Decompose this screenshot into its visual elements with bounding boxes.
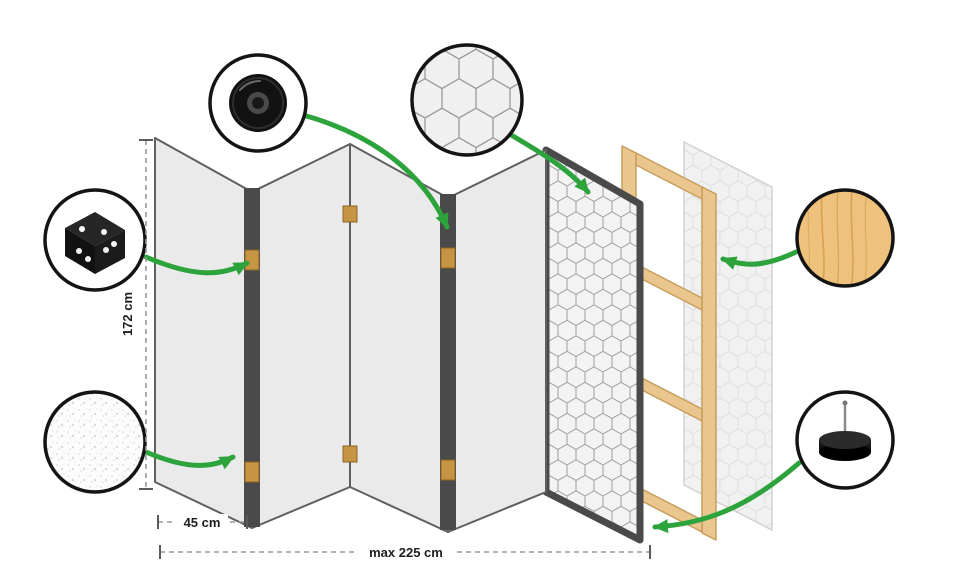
folding-panel-2 xyxy=(251,143,351,529)
hinge xyxy=(342,445,358,463)
fleece-texture-icon xyxy=(43,390,147,494)
panel-width-dimension-label: 45 cm xyxy=(184,515,221,530)
hinge xyxy=(244,249,260,271)
callout-tape xyxy=(208,53,308,153)
arrow-tape xyxy=(300,112,450,230)
arrow-foot xyxy=(652,460,802,534)
felt-foot-icon xyxy=(819,400,871,461)
hinge xyxy=(440,247,456,269)
arrow-hinge xyxy=(143,254,250,276)
hinge-bracket-icon xyxy=(65,212,125,274)
hinge xyxy=(244,461,260,483)
patterned-panel xyxy=(542,146,644,544)
dimension-panel-width: 45 cm xyxy=(157,514,248,530)
callout-fleece xyxy=(43,390,147,494)
hinge xyxy=(440,459,456,481)
callout-pattern xyxy=(410,43,524,157)
tape-roll-icon xyxy=(229,74,287,132)
hinge xyxy=(342,205,358,223)
backing-sheet xyxy=(683,140,773,532)
max-width-dimension-label: max 225 cm xyxy=(369,545,443,560)
callout-foot xyxy=(795,390,895,490)
dimension-max-width: max 225 cm xyxy=(159,544,651,560)
frame-right-rail xyxy=(701,186,717,541)
folding-panels xyxy=(154,137,547,533)
callout-wood xyxy=(795,188,895,288)
arrow-pattern xyxy=(503,129,591,195)
callout-hinge xyxy=(43,188,147,292)
arrow-wood xyxy=(720,249,799,270)
pattern-closeup-icon xyxy=(410,43,524,157)
panel-edge xyxy=(440,194,456,530)
folding-panel-1 xyxy=(154,137,253,529)
folding-panel-4 xyxy=(447,149,547,533)
dimension-height: 172 cm xyxy=(120,139,153,490)
frame-rung xyxy=(635,152,703,200)
height-dimension-label: 172 cm xyxy=(120,292,135,336)
arrow-fleece xyxy=(143,449,236,470)
callout-arrows xyxy=(143,112,802,534)
